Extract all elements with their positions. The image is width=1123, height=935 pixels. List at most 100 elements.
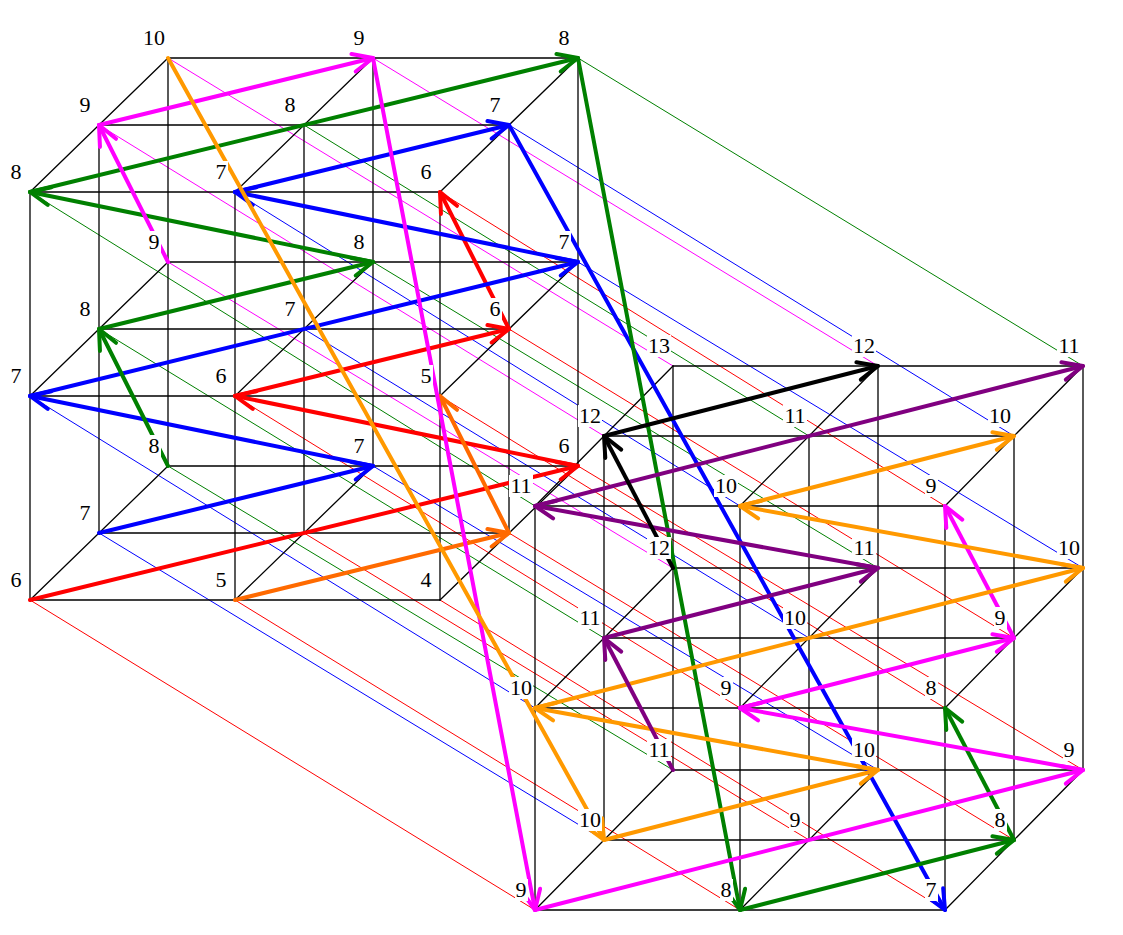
correspondence-line xyxy=(578,262,1083,568)
value-arrow xyxy=(578,58,740,910)
correspondence-line xyxy=(30,600,535,910)
correspondence-line xyxy=(304,329,809,638)
correspondence-line xyxy=(509,125,1014,436)
vertex-value: 7 xyxy=(925,879,938,901)
vertex-value: 8 xyxy=(994,809,1007,831)
vertex-value: 6 xyxy=(420,161,433,183)
vertex-value: 11 xyxy=(783,405,806,427)
vertex-value: 11 xyxy=(509,475,532,497)
vertex-value: 8 xyxy=(284,94,297,116)
correspondence-line xyxy=(99,533,604,840)
correspondence-line xyxy=(235,600,740,910)
vertex-value: 8 xyxy=(10,161,23,183)
correspondence-line xyxy=(304,125,809,436)
value-arrow xyxy=(945,506,1014,638)
arrow-head xyxy=(945,708,962,730)
value-arrow xyxy=(235,125,509,192)
vertex-value: 10 xyxy=(852,739,876,761)
value-arrow xyxy=(440,192,509,329)
value-arrow xyxy=(168,58,604,840)
arrow-head xyxy=(440,192,457,214)
value-arrow xyxy=(604,568,878,638)
value-arrow xyxy=(535,366,1083,506)
correspondence-line xyxy=(99,329,604,638)
value-arrow xyxy=(535,770,1083,910)
vertex-value: 9 xyxy=(353,27,366,49)
value-arrow xyxy=(740,708,1083,770)
value-arrow xyxy=(740,506,1083,568)
vertex-value: 12 xyxy=(852,335,876,357)
value-arrow xyxy=(740,840,1014,910)
value-arrow xyxy=(99,329,168,466)
vertex-value: 6 xyxy=(215,365,228,387)
value-arrow xyxy=(509,125,945,910)
value-arrow xyxy=(99,125,168,262)
vertex-value: 7 xyxy=(558,231,571,253)
vertex-value: 9 xyxy=(148,231,161,253)
arrow-head xyxy=(99,329,116,351)
value-arrow xyxy=(740,436,1014,506)
value-arrow xyxy=(99,466,373,533)
arrow-head xyxy=(992,432,1014,449)
arrow-head xyxy=(351,54,373,71)
correspondence-line xyxy=(235,192,740,506)
value-arrow xyxy=(99,58,373,125)
vertex-value: 13 xyxy=(647,335,671,357)
arrow-head xyxy=(99,125,116,147)
arrow-head xyxy=(856,362,878,379)
arrow-head xyxy=(487,325,509,342)
value-arrow xyxy=(30,58,578,192)
vertex-value: 7 xyxy=(10,365,23,387)
vertex-value: 5 xyxy=(420,365,433,387)
vertex-value: 9 xyxy=(720,677,733,699)
arrow-head xyxy=(487,121,509,138)
value-arrow xyxy=(235,329,509,396)
grid-line xyxy=(945,366,1083,506)
correspondence-line xyxy=(509,329,1014,638)
arrow-head xyxy=(487,529,509,546)
correspondence-line xyxy=(440,600,945,910)
arrow-head xyxy=(992,836,1014,853)
value-arrow xyxy=(30,192,373,262)
vertex-value: 12 xyxy=(647,537,671,559)
arrow-head xyxy=(604,638,621,660)
arrow-head xyxy=(1061,362,1083,379)
vertex-value: 7 xyxy=(353,435,366,457)
value-arrow xyxy=(30,262,578,396)
vertex-value: 10 xyxy=(783,607,807,629)
value-arrow xyxy=(604,770,878,840)
correspondence-line xyxy=(168,58,673,366)
value-arrow xyxy=(945,708,1014,840)
correspondence-line xyxy=(373,466,878,770)
vertex-value: 5 xyxy=(215,569,228,591)
vertex-value: 8 xyxy=(720,879,733,901)
vertex-value: 10 xyxy=(578,809,602,831)
vertex-value: 6 xyxy=(558,435,571,457)
arrow-head xyxy=(992,634,1014,651)
value-arrow xyxy=(740,638,1014,708)
vertex-value: 9 xyxy=(994,607,1007,629)
vertex-value: 10 xyxy=(142,27,166,49)
vertex-value: 8 xyxy=(79,298,92,320)
vertex-value: 11 xyxy=(852,537,875,559)
arrow-head xyxy=(604,436,621,458)
arrow-head xyxy=(556,54,578,71)
value-arrow xyxy=(604,366,878,436)
arrow-head xyxy=(945,506,962,528)
correspondence-line xyxy=(578,466,1083,770)
vertex-value: 7 xyxy=(489,94,502,116)
correspondence-line xyxy=(373,58,878,366)
vertex-value: 6 xyxy=(489,298,502,320)
vertex-value: 12 xyxy=(578,405,602,427)
value-arrow xyxy=(604,436,673,568)
vertex-value: 8 xyxy=(353,231,366,253)
vertex-value: 10 xyxy=(509,677,533,699)
value-arrow xyxy=(30,466,578,600)
value-arrow xyxy=(30,396,373,466)
vertex-value: 10 xyxy=(988,405,1012,427)
value-arrow xyxy=(535,708,878,770)
correspondence-line xyxy=(304,533,809,840)
vertex-value: 7 xyxy=(79,502,92,524)
